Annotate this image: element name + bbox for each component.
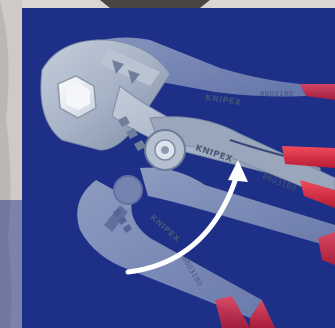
svg-text:8603180: 8603180: [260, 90, 293, 98]
